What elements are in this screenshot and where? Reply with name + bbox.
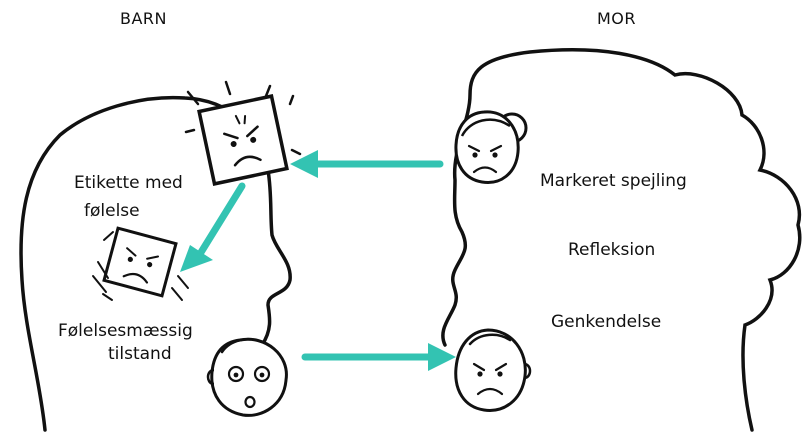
emotion-label-line-2: følelse	[84, 201, 140, 221]
mirroring-arrow-head	[290, 150, 318, 178]
agitated-label-card-icon	[184, 80, 302, 186]
internalization-arrow-head	[180, 245, 213, 272]
mother-column-title: MOR	[597, 9, 637, 28]
expression-arrow-head	[428, 343, 456, 371]
emotional-state-line-2: tilstand	[108, 344, 172, 364]
emotion-label-line-1: Etikette med	[74, 173, 183, 193]
recognition-label: Genkendelse	[551, 312, 662, 332]
reflection-label: Refleksion	[568, 240, 656, 260]
emotional-state-line-1: Følelsesmæssig	[58, 321, 193, 341]
mother-head-silhouette	[441, 48, 802, 432]
child-column-title: BARN	[120, 9, 168, 28]
arrows	[180, 150, 456, 371]
internalization-arrow-shaft	[196, 182, 246, 258]
mother-angry-face-icon	[454, 328, 532, 412]
internalized-emotion-card-icon	[92, 226, 189, 301]
child-scared-face-icon	[206, 337, 288, 417]
mother-frowning-face-icon	[454, 110, 528, 184]
marked-mirroring-label: Markeret spejling	[540, 171, 687, 191]
